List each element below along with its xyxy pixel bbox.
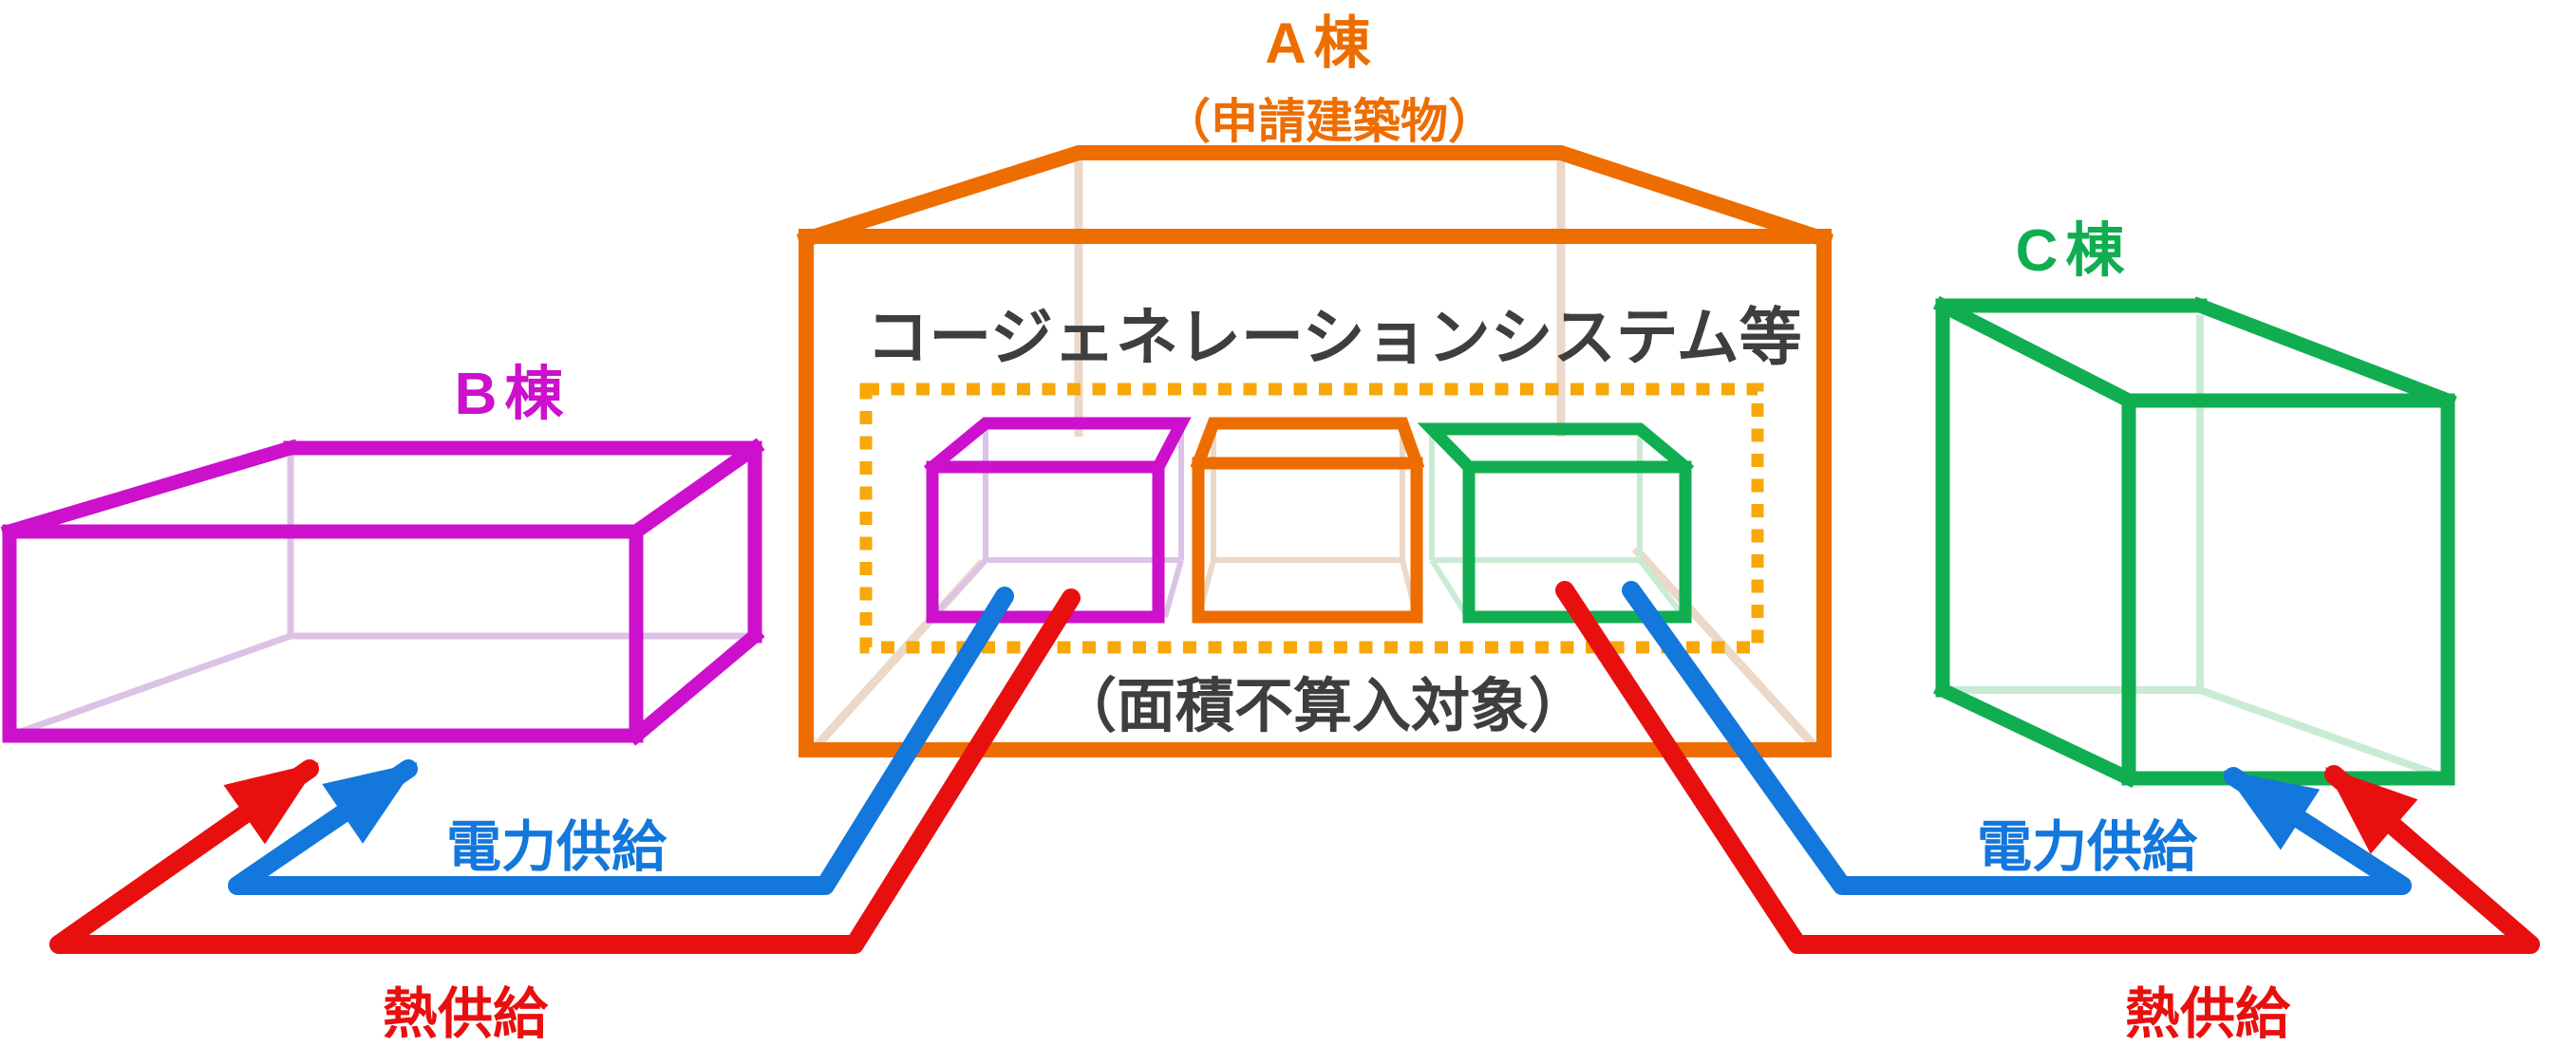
- unit-box-orange-top-face: [1190, 417, 1425, 472]
- heat-flow-arrow-left: [49, 588, 1081, 954]
- building-c-label: C棟: [2016, 218, 2133, 284]
- heat-flow-arrow-right: [1555, 581, 2540, 954]
- building-b-top-left-edge: [0, 439, 300, 541]
- unit-box-orange-hidden-edges: [1195, 423, 1420, 618]
- heat-supply-label-right: 熱供給: [2125, 983, 2291, 1045]
- heat-flows: [49, 581, 2540, 954]
- building-a-sublabel: （申請建築物）: [1163, 95, 1495, 148]
- building-c-hidden-edges: [1943, 315, 2450, 782]
- unit-box-magenta-front-face: [926, 460, 1165, 624]
- building-b-label: B棟: [455, 362, 572, 427]
- unit-box-magenta-top-face: [923, 417, 1192, 476]
- system-note: （面積不算入対象）: [1058, 673, 1588, 739]
- edge: [1637, 558, 1688, 621]
- building-a-label: A棟: [1265, 11, 1378, 75]
- power-flow-arrow-left: [228, 587, 1014, 895]
- edge: [2198, 686, 2450, 782]
- building-c-bottom-left-edge: [1933, 681, 2138, 788]
- building-b-bottom-right-edge: [626, 626, 765, 746]
- building-a-floor-edge-right: [1631, 545, 1820, 752]
- system-title: コージェネレーションシステム等: [866, 302, 1801, 372]
- building-c-top-left-edge: [1932, 295, 2139, 411]
- power-supply-label-right: 電力供給: [1977, 816, 2198, 878]
- system-boundary-dotted-box: [859, 383, 1764, 654]
- power-supply-label-left: 電力供給: [446, 816, 668, 878]
- unit-box-orange-front-face: [1192, 457, 1423, 624]
- unit-box-green-top-face: [1417, 422, 1695, 476]
- building-a-frame: [796, 145, 1834, 757]
- unit-box-magenta-hidden-edges: [930, 423, 1184, 620]
- unit-box-magenta: [923, 417, 1192, 624]
- building-a-roof-edge: [796, 145, 1834, 250]
- building-b-top-right-edge: [626, 438, 765, 542]
- building-c-top-right-edge: [2191, 296, 2457, 410]
- building-b-hidden-edges: [8, 448, 755, 739]
- edge: [1162, 559, 1184, 618]
- heat-supply-label-left: 熱供給: [383, 983, 549, 1045]
- edge: [8, 632, 292, 739]
- building-b: [0, 438, 765, 746]
- edge: [930, 557, 988, 620]
- building-c: [1932, 295, 2457, 788]
- building-b-front-face: [2, 524, 644, 743]
- unit-box-orange: [1190, 417, 1425, 624]
- power-flow-arrow-right: [1622, 581, 2412, 895]
- building-a-front-face: [799, 229, 1832, 757]
- power-flows: [228, 581, 2412, 895]
